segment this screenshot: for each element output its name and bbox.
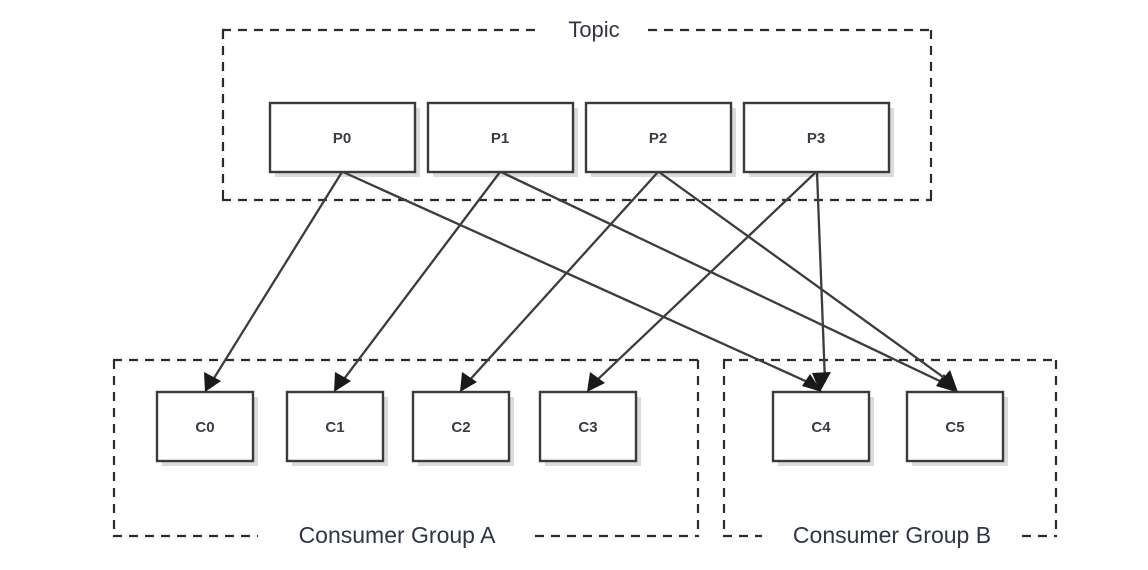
arrow-p0-to-c4 bbox=[342, 170, 822, 392]
arrow-p0-to-c0-line bbox=[210, 171, 343, 384]
arrow-p2-to-c5-head bbox=[940, 370, 958, 392]
arrow-p3-to-c3-line bbox=[593, 171, 817, 384]
consumer-c0: C0 bbox=[155, 390, 258, 466]
consumer-c0-label: C0 bbox=[195, 419, 214, 436]
consumer-group-b-container: Consumer Group B bbox=[722, 358, 1058, 548]
partition-p2-box bbox=[584, 101, 733, 174]
partition-p1-box bbox=[426, 101, 575, 174]
partition-p0: P0 bbox=[268, 101, 420, 177]
consumer-c1: C1 bbox=[285, 390, 388, 466]
consumer-c1-label: C1 bbox=[325, 419, 344, 436]
consumer-c4-label: C4 bbox=[811, 419, 831, 436]
consumer-c5-box bbox=[905, 390, 1005, 463]
arrow-p2-to-c2-head bbox=[460, 372, 477, 392]
partition-p2-label: P2 bbox=[649, 130, 667, 147]
arrow-p2-to-c5 bbox=[658, 171, 958, 392]
arrow-p2-to-c5-line bbox=[658, 171, 951, 383]
arrow-p3-to-c3 bbox=[587, 171, 817, 392]
consumer-c3-box bbox=[538, 390, 638, 463]
partition-p0-box bbox=[268, 101, 417, 174]
consumer-group-a-label: Consumer Group A bbox=[299, 522, 497, 548]
consumer-group-b-label: Consumer Group B bbox=[793, 522, 991, 548]
partition-p1: P1 bbox=[426, 101, 578, 177]
partition-p3-label: P3 bbox=[807, 130, 825, 147]
arrow-p2-to-c2 bbox=[460, 171, 659, 392]
consumer-group-a-container: Consumer Group A bbox=[112, 358, 700, 548]
arrow-p3-to-c3-head bbox=[587, 372, 605, 392]
arrow-p3-to-c4-line bbox=[815, 171, 827, 383]
topic-container: Topic bbox=[221, 17, 933, 202]
arrow-p1-to-c1 bbox=[334, 171, 501, 392]
arrow-p1-to-c5-line bbox=[500, 170, 947, 386]
consumer-c2-label: C2 bbox=[451, 419, 470, 436]
arrow-p1-to-c1-head bbox=[334, 372, 351, 392]
arrow-p2-to-c2-line bbox=[466, 171, 659, 384]
consumer-c4: C4 bbox=[771, 390, 874, 466]
consumer-c2: C2 bbox=[411, 390, 514, 466]
arrow-p3-to-c4 bbox=[812, 171, 831, 392]
consumer-c2-box bbox=[411, 390, 511, 463]
partition-p2: P2 bbox=[584, 101, 736, 177]
topic-title: Topic bbox=[568, 17, 619, 42]
arrow-p1-to-c1-line bbox=[340, 171, 501, 384]
partition-p3: P3 bbox=[742, 101, 894, 177]
arrow-p3-to-c4-head bbox=[812, 372, 831, 392]
consumer-c0-box bbox=[155, 390, 255, 463]
arrow-p0-to-c4-head bbox=[802, 374, 822, 392]
partition-p1-label: P1 bbox=[491, 130, 509, 147]
partition-p0-label: P0 bbox=[333, 130, 351, 147]
consumer-c3: C3 bbox=[538, 390, 641, 466]
partition-p3-box bbox=[742, 101, 891, 174]
arrow-p0-to-c0 bbox=[204, 171, 343, 392]
arrow-p0-to-c4-line bbox=[342, 170, 813, 386]
consumer-c5-label: C5 bbox=[945, 419, 964, 436]
consumer-c5: C5 bbox=[905, 390, 1008, 466]
consumer-c3-label: C3 bbox=[578, 419, 597, 436]
consumer-c4-box bbox=[771, 390, 871, 463]
arrow-p0-to-c0-head bbox=[204, 372, 221, 392]
consumer-c1-box bbox=[285, 390, 385, 463]
